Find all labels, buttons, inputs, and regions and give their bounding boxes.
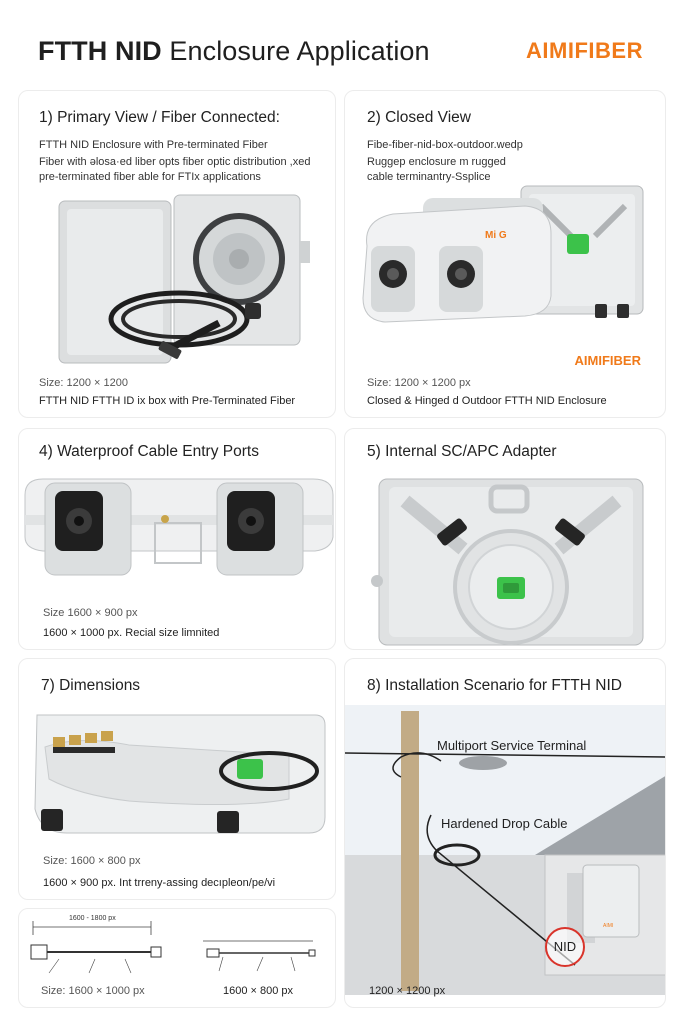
card-title: 5) Internal SC/APC Adapter bbox=[367, 443, 557, 460]
description-line: Fibe-fiber-nid-box-outdoor.wedp bbox=[367, 139, 523, 151]
svg-text:Mi G: Mi G bbox=[485, 230, 507, 241]
card-title: 4) Waterproof Cable Entry Ports bbox=[39, 443, 259, 460]
card-title: 8) Installation Scenario for FTTH NID bbox=[367, 677, 622, 694]
image-size: Size: 1200 × 1200 px bbox=[367, 377, 471, 389]
card-closed-view: 2) Closed View Fibe-fiber-nid-box-outdoo… bbox=[344, 90, 666, 418]
page-title: FTTH NID Enclosure Application bbox=[38, 36, 430, 66]
description-line: Ruggep enclosure m rugged bbox=[367, 156, 506, 168]
open-enclosure-image bbox=[58, 194, 310, 364]
image-caption: FTTH NID FTTH ID ix box with Pre-Termina… bbox=[39, 395, 296, 407]
card-title: 7) Dimensions bbox=[41, 677, 141, 694]
image-size: 1200 × 1200 px bbox=[369, 985, 446, 997]
description-line: FTTH NID Enclosure with Pre-terminated F… bbox=[39, 139, 268, 151]
label-multiport-terminal: Multiport Service Terminal bbox=[437, 738, 587, 753]
card-title: 2) Closed View bbox=[367, 109, 471, 126]
image-size: Size: 1600 × 800 px bbox=[43, 855, 141, 867]
label-nid: NID bbox=[545, 927, 585, 967]
card-cable-entry-ports: 4) Waterproof Cable Entry Ports Size 160… bbox=[18, 428, 336, 650]
image-caption: 1600 × 900 px. Int trreny-assing decıple… bbox=[43, 877, 276, 889]
page-header: FTTH NID Enclosure Application AIMIFIBER bbox=[0, 0, 683, 82]
closed-enclosure-image: Mi G bbox=[362, 185, 644, 323]
brand-logo: AIMIFIBER bbox=[526, 38, 643, 63]
technical-drawing-image bbox=[30, 921, 316, 974]
description-line: Fiber with ǝlosa·ed liber opts fiber opt… bbox=[39, 156, 311, 168]
card-primary-view: 1) Primary View / Fiber Connected: FTTH … bbox=[18, 90, 336, 418]
cable-ports-image bbox=[24, 478, 334, 576]
image-caption: Closed & Hinged d Outdoor FTTH NID Enclo… bbox=[367, 395, 607, 407]
image-size: 1600 × 800 px bbox=[223, 985, 294, 997]
description-line: cable terminantry-Ssplice bbox=[367, 171, 491, 183]
image-size: Size 1600 × 900 px bbox=[43, 607, 138, 619]
image-size: Size: 1600 × 1000 px bbox=[41, 985, 145, 997]
svg-text:AIMI: AIMI bbox=[603, 923, 613, 929]
dimensions-image bbox=[34, 714, 326, 834]
image-caption: 1600 × 1000 px. Recial size limnited bbox=[43, 627, 220, 639]
installation-scene-image: AIMI bbox=[345, 705, 665, 995]
card-title: 1) Primary View / Fiber Connected: bbox=[39, 109, 280, 126]
dimension-label: 1600 - 1800 px bbox=[69, 915, 116, 922]
card-internal-adapter: 5) Internal SC/APC Adapter bbox=[344, 428, 666, 650]
card-installation-scenario: 8) Installation Scenario for FTTH NID AI… bbox=[344, 658, 666, 1008]
internal-adapter-image bbox=[371, 478, 644, 646]
image-size: Size: 1200 × 1200 bbox=[39, 377, 128, 389]
card-technical-drawings: 1600 - 1800 px Size: 1600 × 1000 px 1600… bbox=[18, 908, 336, 1008]
card-dimensions: 7) Dimensions Size: 1600 × 800 px 1600 ×… bbox=[18, 658, 336, 900]
brand-watermark: AIMIFIBER bbox=[574, 353, 641, 368]
description-line: pre-terminated fiber able for FTIx appli… bbox=[39, 171, 261, 183]
label-drop-cable: Hardened Drop Cable bbox=[441, 816, 568, 831]
